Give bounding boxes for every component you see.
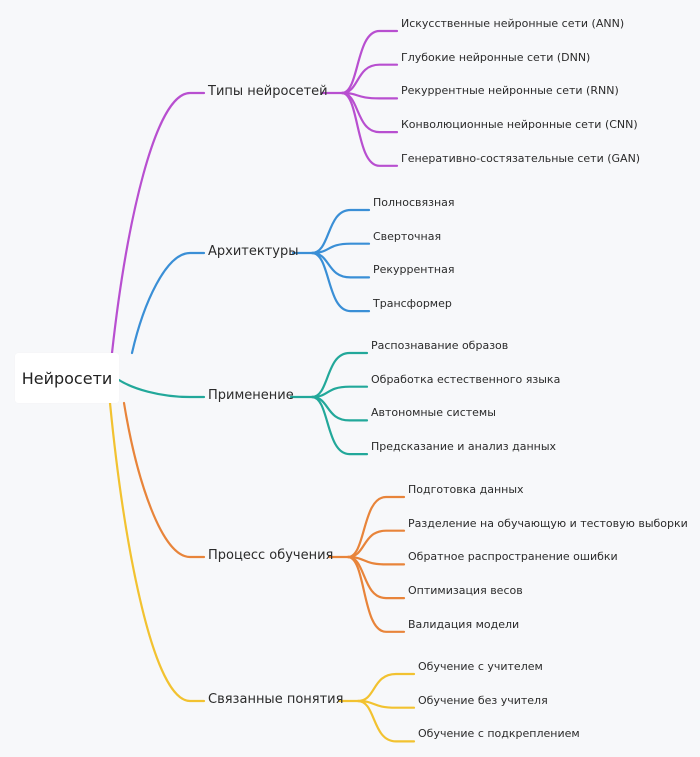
- leaf-label[interactable]: Обучение с учителем: [418, 660, 543, 673]
- leaf-label[interactable]: Автономные системы: [371, 406, 496, 420]
- branch-leaf-connector: [310, 208, 371, 255]
- branch-label[interactable]: Применение: [208, 388, 294, 403]
- leaf-label[interactable]: Полносвязная: [373, 196, 455, 209]
- leaf-label[interactable]: Подготовка данных: [408, 483, 524, 496]
- leaf-label[interactable]: Сверточная: [373, 229, 442, 243]
- branch-leaf-connector: [340, 63, 399, 95]
- root-branch-connector: [117, 378, 206, 399]
- branch-leaf-connector: [310, 395, 369, 456]
- leaf-label[interactable]: Оптимизация весов: [408, 584, 523, 598]
- leaf-label[interactable]: Обучение с подкреплением: [418, 727, 580, 741]
- branch-leaf-connector: [310, 251, 371, 313]
- root-label: Нейросети: [21, 368, 113, 388]
- leaf-label[interactable]: Обратное распространение ошибки: [408, 550, 618, 564]
- leaf-label[interactable]: Валидация модели: [408, 617, 520, 631]
- root-branch-connector: [110, 91, 206, 355]
- leaf-label[interactable]: Генеративно-состязательные сети (GAN): [401, 151, 641, 165]
- root-branch-connector: [122, 401, 206, 559]
- branch-leaf-connector: [346, 529, 406, 559]
- branch-label[interactable]: Типы нейросетей: [208, 84, 328, 99]
- branch-label[interactable]: Связанные понятия: [208, 692, 344, 707]
- branch-leaf-connector: [346, 495, 406, 559]
- branch-leaf-connector: [340, 29, 399, 95]
- leaf-label[interactable]: Рекуррентные нейронные сети (RNN): [401, 84, 619, 98]
- branch-leaf-connector: [310, 395, 369, 422]
- root-branch-connector: [130, 251, 206, 355]
- branch-leaf-connector: [310, 351, 369, 399]
- branch-label[interactable]: Процесс обучения: [208, 548, 334, 563]
- root-node[interactable]: Нейросети: [15, 353, 119, 403]
- branch-leaf-connector: [356, 672, 416, 703]
- branch-leaf-connector: [310, 251, 371, 279]
- branch-leaf-connector: [340, 91, 399, 167]
- leaf-label[interactable]: Разделение на обучающую и тестовую выбор…: [408, 516, 688, 530]
- branch-label[interactable]: Архитектуры: [208, 244, 299, 259]
- branch-leaf-connector: [346, 555, 406, 633]
- leaf-label[interactable]: Предсказание и анализ данных: [371, 440, 557, 454]
- leaf-label[interactable]: Искусственные нейронные сети (ANN): [401, 17, 625, 30]
- leaf-label[interactable]: Конволюционные нейронные сети (CNN): [401, 118, 638, 132]
- leaf-label[interactable]: Трансформер: [373, 297, 452, 311]
- leaf-label[interactable]: Распознавание образов: [371, 339, 509, 352]
- leaf-label[interactable]: Глубокие нейронные сети (DNN): [401, 50, 591, 64]
- root-branch-connector: [108, 401, 206, 703]
- leaf-label[interactable]: Рекуррентная: [373, 263, 455, 277]
- branch-leaf-connector: [356, 699, 416, 743]
- leaf-label[interactable]: Обучение без учителя: [418, 693, 548, 707]
- leaf-label[interactable]: Обработка естественного языка: [371, 372, 561, 386]
